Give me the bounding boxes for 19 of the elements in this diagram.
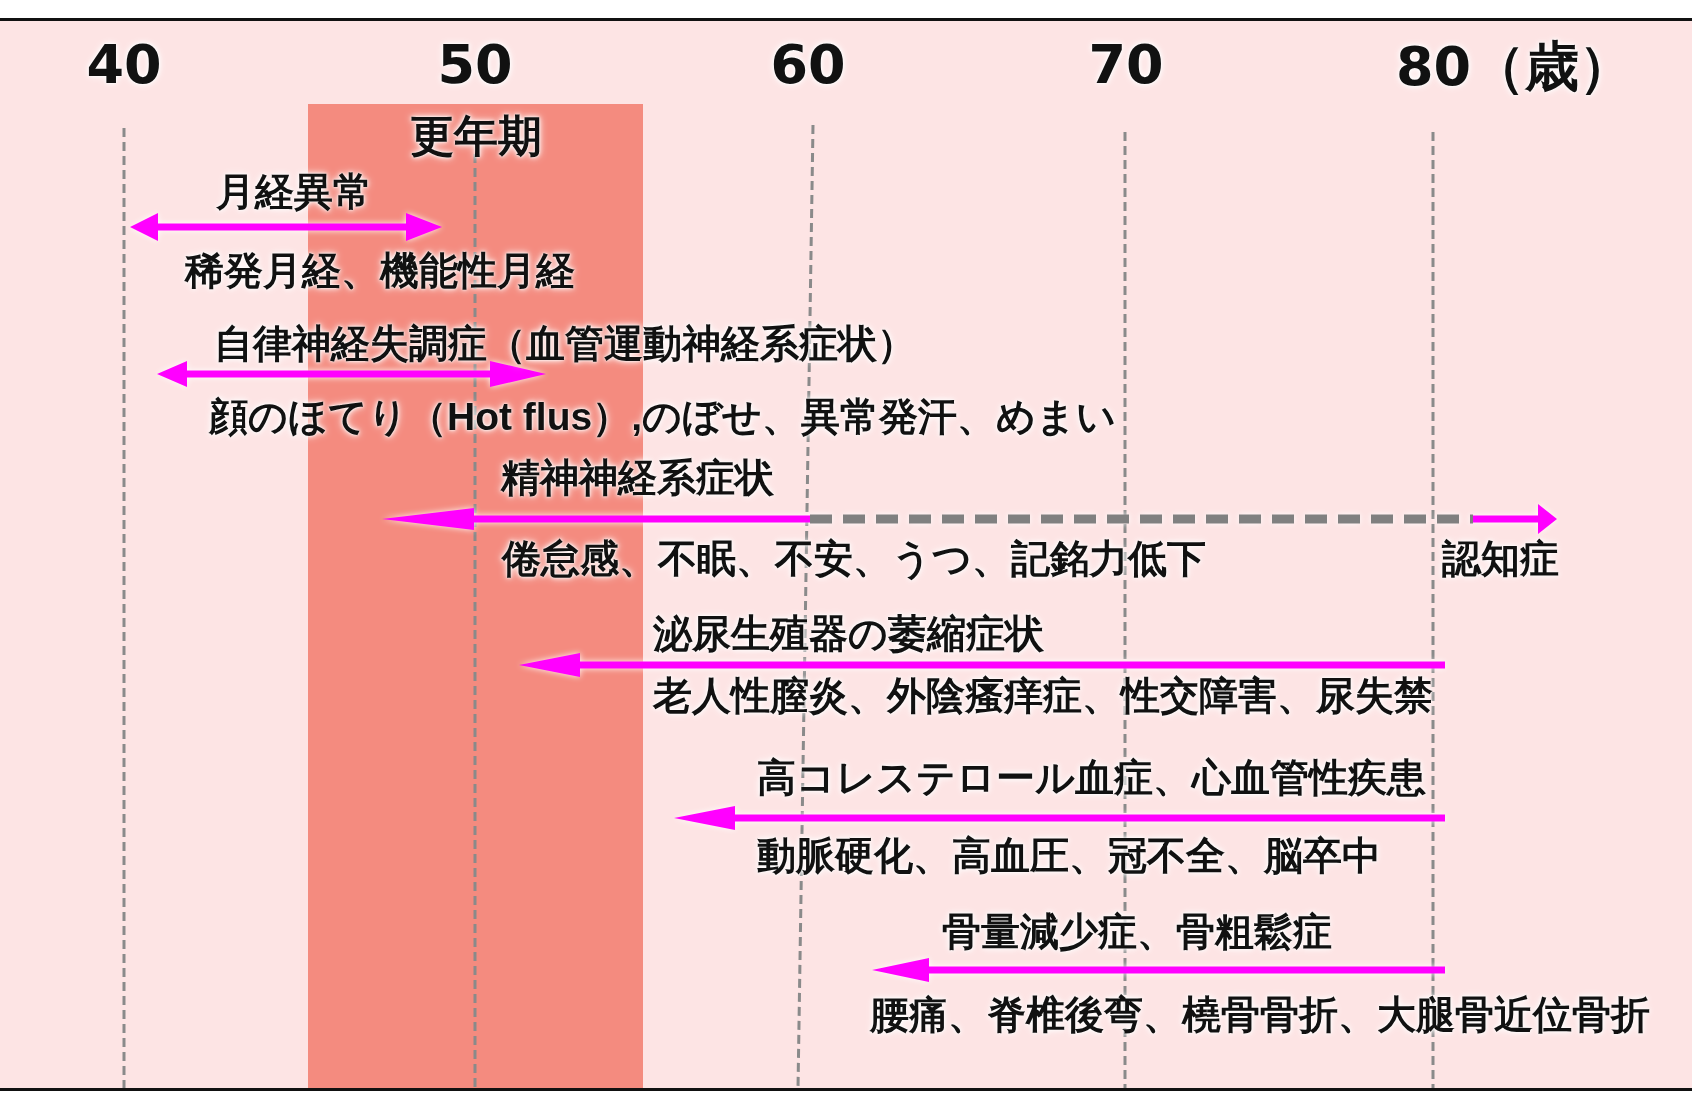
category-label: 高コレステロール血症、心血管性疾患 (757, 755, 1426, 801)
symptom-list: 動脈硬化、高血圧、冠不全、脳卒中 (757, 833, 1381, 879)
category-label: 自律神経失調症（血管運動神経系症状） (214, 321, 916, 367)
category-label: 泌尿生殖器の萎縮症状 (653, 611, 1044, 657)
axis-tick-label: 70 (1088, 33, 1164, 97)
category-label: 精神神経系症状 (501, 455, 774, 501)
category-label: 骨量減少症、骨粗鬆症 (942, 909, 1332, 955)
category-label: 月経異常 (216, 169, 372, 215)
symptom-list: 顔のほてり（Hot flus）,のぼせ、異常発汗、めまい (209, 394, 1116, 440)
symptom-list: 老人性膣炎、外陰瘙痒症、性交障害、尿失禁 (653, 673, 1433, 719)
symptom-list: 腰痛、脊椎後弯、橈骨骨折、大腿骨近位骨折 (870, 992, 1650, 1038)
axis-tick-label: 60 (770, 33, 846, 97)
band-label: 更年期 (409, 112, 542, 160)
axis-tick-label: 80（歳） (1396, 35, 1634, 99)
symptom-list: 倦怠感、不眠、不安、うつ、記銘力低下 (502, 536, 1206, 582)
symptom-list: 稀発月経、機能性月経 (185, 248, 575, 294)
symptom-label: 認知症 (1442, 536, 1559, 582)
axis-tick-label: 50 (437, 33, 513, 97)
axis-tick-label: 40 (86, 33, 162, 97)
